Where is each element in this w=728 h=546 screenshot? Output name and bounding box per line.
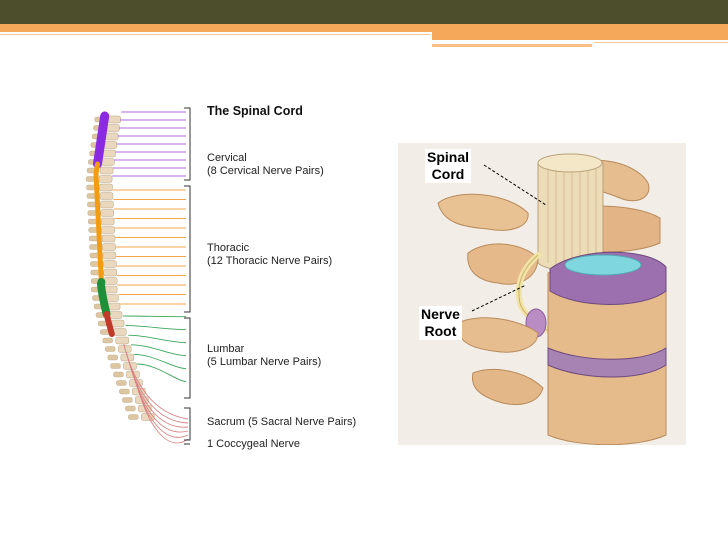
cervical-bracket <box>184 107 191 181</box>
slide-accent-stripe <box>0 24 728 32</box>
coccygeal-label: 1 Coccygeal Nerve <box>207 438 300 450</box>
sacrum-label: Sacrum (5 Sacral Nerve Pairs) <box>207 416 357 428</box>
vertebra <box>102 149 116 158</box>
lumbar-nerve <box>128 334 187 344</box>
vertebra <box>102 243 116 251</box>
lumbar-nerve <box>130 344 187 357</box>
lumbar-label: Lumbar <box>207 343 245 355</box>
spinal-cord-leader <box>483 164 547 206</box>
vertebra-drawing <box>437 153 667 445</box>
vertebra <box>102 251 117 260</box>
vertebra-process <box>110 363 121 369</box>
vertebra-illustration: Spinal Cord Nerve Root <box>398 143 686 445</box>
spine-illustration <box>85 107 191 445</box>
lower-disc <box>547 347 667 378</box>
slide-header-bar <box>0 0 728 24</box>
cervical-detail: (8 Cervical Nerve Pairs) <box>207 165 324 177</box>
lumbar-bracket <box>184 317 191 399</box>
vertebra <box>115 336 129 345</box>
vertebra-process <box>125 405 136 412</box>
cervical-cord-segment <box>93 111 110 169</box>
vertebra <box>98 175 113 183</box>
vertebra <box>103 277 118 285</box>
vertebra <box>99 166 114 175</box>
nerve-root-callout: Nerve Root <box>419 306 462 340</box>
nucleus-pulposus <box>564 254 642 276</box>
vertebra <box>107 115 121 124</box>
vertebra <box>99 192 114 200</box>
vertebra <box>110 319 125 328</box>
lumbar-nerve <box>136 363 187 382</box>
upper-transverse-process <box>437 193 529 231</box>
region-brackets <box>184 107 191 445</box>
vertebra <box>100 209 115 217</box>
spinal-nerves <box>112 111 189 444</box>
lumbar-nerve <box>123 315 187 318</box>
vertebra <box>104 132 119 141</box>
vertebra <box>113 328 127 336</box>
vertebral-column <box>85 115 155 421</box>
thoracic-label: Thoracic <box>207 242 250 254</box>
spinal-cord-callout: Spinal Cord <box>425 149 472 183</box>
slide-accent-line-right <box>594 42 728 43</box>
vertebra-process <box>119 388 130 395</box>
spinal-cord-segments <box>93 111 115 337</box>
thoracic-detail: (12 Thoracic Nerve Pairs) <box>207 255 333 267</box>
vertebra-process <box>105 346 116 352</box>
sacral-cord-segment <box>103 311 115 337</box>
slide-accent-stripe-thin <box>432 44 592 47</box>
vertebra <box>101 226 115 234</box>
diagram-title: The Spinal Cord <box>207 104 303 118</box>
vertebra-process <box>128 414 139 420</box>
vertebra-process <box>122 397 133 403</box>
vertebra <box>100 217 115 226</box>
vertebra <box>103 268 117 277</box>
vertebra <box>108 311 123 319</box>
vertebra <box>103 141 118 149</box>
cervical-label: Cervical <box>207 152 247 164</box>
lower-spinous-process <box>471 369 544 405</box>
lumbar-detail: (5 Lumbar Nerve Pairs) <box>207 356 322 368</box>
vertebra <box>99 183 113 192</box>
slide-accent-line <box>0 34 430 35</box>
vertebra <box>101 234 116 243</box>
thoracic-cord-segment <box>93 161 104 285</box>
lumbar-nerve <box>133 353 187 369</box>
vertebra-process <box>102 337 113 344</box>
spinal-cord-top <box>537 153 603 173</box>
thoracic-bracket <box>184 185 191 313</box>
lower-transverse-process <box>457 317 539 353</box>
vertebra <box>103 285 118 294</box>
vertebra <box>101 158 115 166</box>
vertebra-process <box>116 380 127 386</box>
sacral-nerve <box>136 383 189 444</box>
slide-accent-stripe-right <box>432 32 728 40</box>
lumbar-cord-segment <box>96 278 111 318</box>
lumbar-nerve <box>125 325 187 331</box>
vertebra <box>100 200 114 209</box>
vertebra <box>103 260 117 268</box>
spinal-cord-diagram: The Spinal Cord Cervical (8 Cervical Ner… <box>66 94 386 458</box>
sacral-bracket <box>184 407 191 441</box>
vertebra-process <box>113 371 124 378</box>
vertebra-process <box>107 354 119 361</box>
vertebra <box>106 124 120 132</box>
